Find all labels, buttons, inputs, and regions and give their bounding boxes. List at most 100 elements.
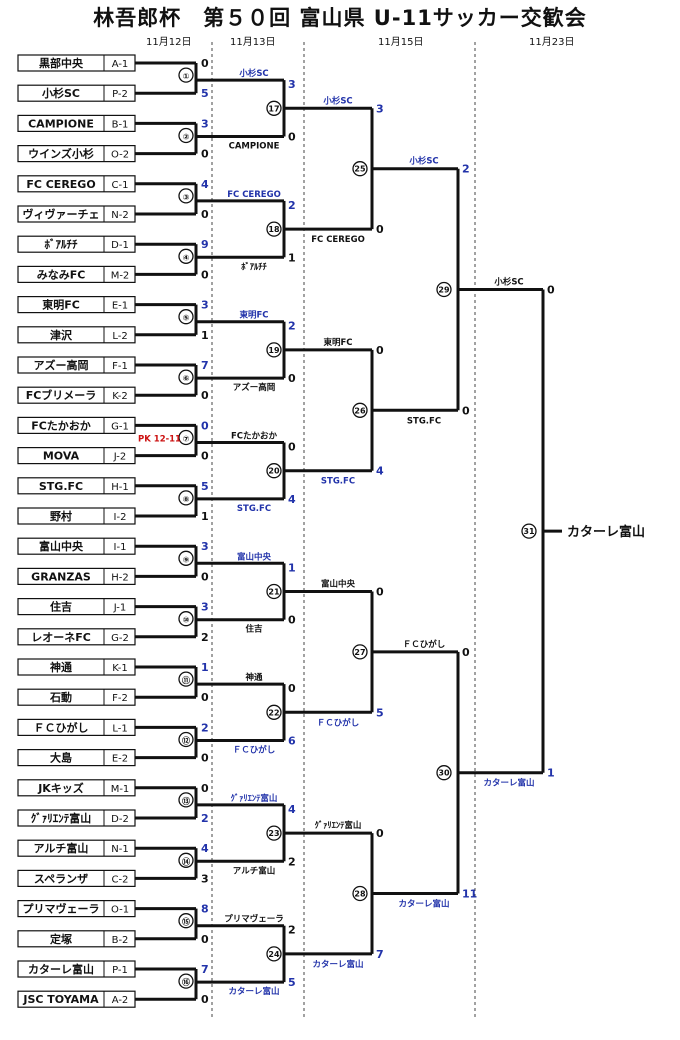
match-number: ⑥ <box>183 374 190 383</box>
match-number-marker <box>352 161 368 177</box>
match-score: 0 <box>201 57 209 70</box>
team-code: F-1 <box>112 361 128 372</box>
match-number-marker <box>178 731 194 748</box>
team-name: 神通 <box>50 660 72 674</box>
team-label: ｸﾞｧﾘｴﾝﾃ富山 <box>315 820 362 831</box>
match-score: 0 <box>288 682 296 695</box>
team-label: FC CEREGO <box>227 190 281 200</box>
team-name: ﾎﾞｱﾙﾁﾁ <box>45 237 78 251</box>
date-round5: 11月23日 <box>529 37 575 48</box>
match-score: 3 <box>201 299 209 312</box>
team-name: レオーネFC <box>31 631 91 644</box>
date-round1: 11月12日 <box>146 37 192 48</box>
team-label: STG.FC <box>321 477 355 487</box>
team-name: アルチ富山 <box>34 841 89 855</box>
team-name: 津沢 <box>50 328 73 342</box>
team-label: ｸﾞｧﾘｴﾝﾃ富山 <box>231 793 278 804</box>
team-label: STG.FC <box>407 416 441 426</box>
match-score: 0 <box>288 441 296 454</box>
team-code: H-2 <box>111 572 129 583</box>
team-code: M-1 <box>111 784 130 795</box>
match-number: 24 <box>268 950 280 959</box>
match-score: 2 <box>288 855 296 868</box>
match-number-marker <box>178 369 194 385</box>
team-label: 神通 <box>245 672 263 683</box>
team-label: 富山中央 <box>237 551 272 562</box>
team-code: M-2 <box>111 270 130 281</box>
match-number-marker <box>266 704 282 720</box>
team-label: ＦＣひがし <box>233 745 276 756</box>
team-label: ＦＣひがし <box>317 717 360 728</box>
match-score: 1 <box>201 661 209 674</box>
champion-name: カターレ富山 <box>567 524 645 540</box>
team-name: CAMPIONE <box>28 117 94 130</box>
match-number-marker <box>266 946 282 962</box>
match-number-marker <box>266 100 282 116</box>
team-code: D-2 <box>111 814 129 825</box>
team-label: 東明FC <box>323 337 352 348</box>
match-score: 2 <box>201 812 209 825</box>
team-name: 大島 <box>50 751 72 765</box>
match-number: 21 <box>268 588 280 597</box>
team-code: E-2 <box>112 754 128 765</box>
team-code: D-1 <box>111 240 129 251</box>
team-name: アズー高岡 <box>34 358 89 372</box>
team-name: カターレ富山 <box>28 962 94 976</box>
match-score: 0 <box>288 372 296 385</box>
match-number-marker <box>266 825 282 841</box>
team-label: FCたかおか <box>231 431 278 442</box>
match-number: ⑬ <box>182 796 190 806</box>
match-score: 0 <box>201 570 209 583</box>
match-number: 17 <box>268 104 279 113</box>
match-score: 0 <box>288 131 296 144</box>
match-number: ⑮ <box>182 917 190 927</box>
team-label: カターレ富山 <box>228 986 279 997</box>
team-name: みなみFC <box>37 268 86 281</box>
match-number: ⑦ <box>183 435 190 444</box>
match-score: 5 <box>376 706 384 719</box>
match-number: 31 <box>523 527 535 536</box>
team-name: 黒部中央 <box>39 56 84 70</box>
match-score: 0 <box>376 827 384 840</box>
team-code: G-2 <box>111 633 129 644</box>
team-label: 住吉 <box>245 624 263 635</box>
team-label: カターレ富山 <box>398 899 449 910</box>
match-score: 2 <box>288 320 296 333</box>
match-score: 1 <box>547 767 555 780</box>
match-number-marker <box>436 765 452 781</box>
match-score: 0 <box>201 419 209 432</box>
team-name: STG.FC <box>39 480 83 493</box>
match-number: ② <box>183 133 190 142</box>
team-label: ＦＣひがし <box>403 639 446 650</box>
team-name: MOVA <box>43 450 80 463</box>
team-label: プリマヴェーラ <box>224 914 284 925</box>
match-number-marker <box>178 611 194 627</box>
team-code: K-2 <box>112 391 127 402</box>
match-number: 25 <box>354 165 366 174</box>
team-label: 小杉SC <box>322 95 352 106</box>
match-score: 0 <box>201 208 209 221</box>
team-name: 住吉 <box>50 600 72 614</box>
team-label: FC CEREGO <box>311 235 365 245</box>
team-code: J-2 <box>113 452 127 463</box>
match-number-marker <box>178 188 194 204</box>
match-score: 3 <box>201 601 209 614</box>
team-label: カターレ富山 <box>483 778 534 789</box>
match-score: 2 <box>288 924 296 937</box>
match-score: 3 <box>201 540 209 553</box>
match-number-marker <box>266 342 282 358</box>
team-label: アルチ富山 <box>233 865 275 876</box>
match-score: 4 <box>376 465 384 478</box>
team-name: プリマヴェーラ <box>23 902 100 916</box>
team-name: ｸﾞｧﾘｴﾝﾃ富山 <box>31 811 92 825</box>
team-name: 石動 <box>49 690 72 704</box>
match-score: 2 <box>201 631 209 644</box>
match-score: 7 <box>201 359 209 372</box>
team-code: A-2 <box>112 995 129 1006</box>
match-score: 0 <box>288 614 296 627</box>
match-number: 20 <box>268 467 280 476</box>
match-number-marker <box>521 523 537 539</box>
match-number: 26 <box>354 406 366 415</box>
match-score: 0 <box>376 344 384 357</box>
